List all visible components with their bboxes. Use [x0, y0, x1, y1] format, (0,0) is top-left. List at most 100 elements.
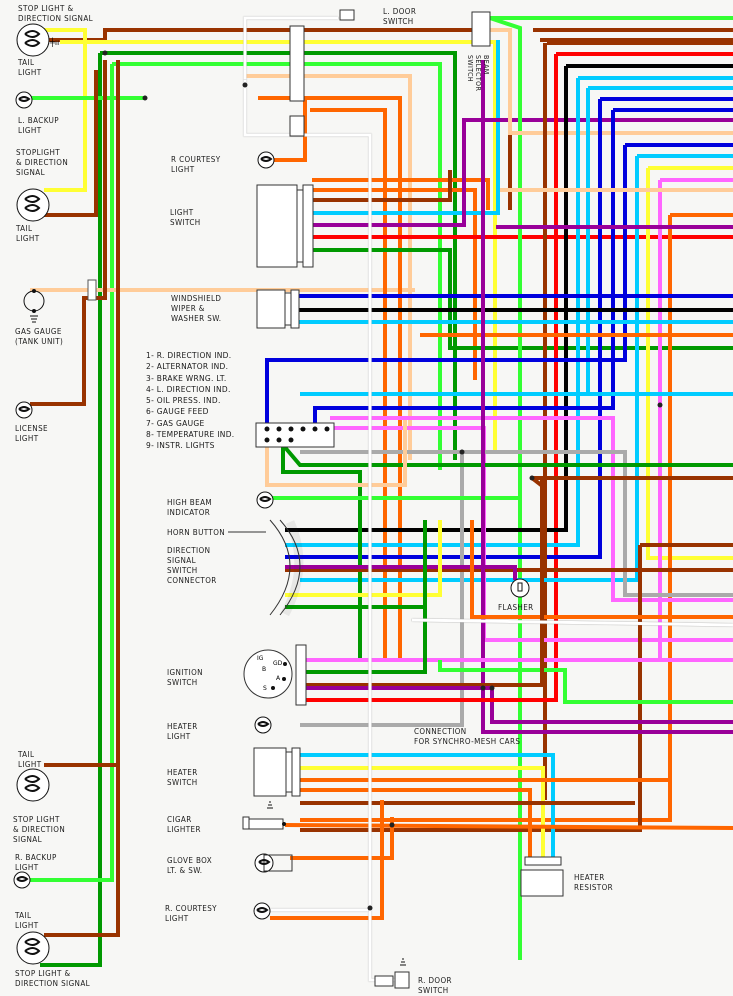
wire-ltblue [285, 78, 580, 547]
wire-dkgreen [281, 443, 733, 467]
cluster-legend-item: 8- TEMPERATURE IND. [146, 430, 235, 440]
label-dir-signal-connector: DIRECTION SIGNAL SWITCH CONNECTOR [167, 546, 217, 585]
instrument-cluster-connector [255, 422, 335, 448]
wire-dkgreen [40, 53, 102, 967]
license-light-icon [15, 401, 33, 419]
wire-orange [312, 188, 477, 380]
heater-resistor-icon [520, 856, 564, 897]
cluster-legend-item: 7- GAS GAUGE [146, 418, 205, 428]
label-flasher: FLASHER [498, 603, 534, 612]
harness-connector-top [289, 25, 305, 102]
light-switch-icon [256, 184, 314, 268]
wire-tan [265, 420, 407, 487]
cluster-legend-item: 4- L. DIRECTION IND. [146, 384, 231, 394]
svg-text:╪ıı: ╪ıı [49, 37, 59, 47]
wire-purple [300, 686, 733, 724]
wire-brown [300, 545, 642, 832]
splice-junction [529, 475, 535, 481]
label-stop-light-dir-signal-l: STOP LIGHT & DIRECTION SIGNAL [18, 4, 94, 23]
cluster-legend-item: 9- INSTR. LIGHTS [146, 441, 215, 451]
tail-light-icon: ╪ıı [16, 23, 59, 57]
wire-orange [270, 800, 384, 920]
cluster-legend-item: 3- BRAKE WRNG. LT. [146, 373, 227, 383]
cluster-legend-item: 6- GAUGE FEED [146, 407, 209, 417]
label-glove-box: GLOVE BOX LT. & SW. [167, 856, 213, 875]
wire-yellow [300, 766, 545, 860]
beam-selector-switch-icon [471, 11, 491, 47]
ignition-terminal-a: A [276, 675, 281, 682]
wire-orange [300, 215, 672, 822]
label-heater-resistor: HEATER RESISTOR [574, 873, 614, 892]
wire-white [243, 16, 338, 80]
wire-white [411, 618, 733, 627]
harness-connector-mid [289, 115, 305, 137]
label-r-courtesy-light-bottom: R. COURTESY LIGHT [165, 904, 217, 923]
label-stop-light-dir-signal-r1: STOP LIGHT & DIRECTION SIGNAL [13, 815, 66, 844]
tail-light-icon [16, 768, 50, 802]
ignition-terminal-ig: IG [257, 655, 264, 662]
wire-dkgreen [300, 520, 427, 674]
tail-light-icon [16, 931, 50, 965]
r-door-switch-icon [374, 958, 410, 989]
wire-ltgreen [489, 16, 522, 960]
label-tail-light-l2: TAIL LIGHT [16, 224, 40, 243]
glove-box-light-icon [254, 853, 293, 873]
wire-gray [300, 452, 464, 727]
wire-yellow [285, 520, 442, 597]
label-tail-light-l1: TAIL LIGHT [18, 58, 42, 77]
label-r-backup-light: R. BACKUP LIGHT [15, 853, 57, 872]
backup-light-icon [15, 91, 33, 109]
wire-tan [490, 28, 733, 135]
l-door-switch-icon [339, 9, 355, 21]
ignition-terminal-b: B [262, 666, 266, 673]
splice-junction [657, 402, 663, 408]
label-ignition-switch: IGNITION SWITCH [167, 668, 203, 687]
wire-orange [258, 96, 402, 660]
wire-purple [285, 565, 517, 580]
splice-junction [480, 685, 486, 691]
label-beam-selector-switch: BEAM SELECTOR SWITCH [466, 55, 490, 92]
label-horn-button: HORN BUTTON [167, 528, 226, 537]
splice-junction [489, 685, 495, 691]
splice-junction [459, 449, 465, 455]
ignition-terminal-s: S [263, 685, 267, 692]
wire-dkgreen [100, 51, 457, 460]
splice-junction [367, 905, 373, 911]
label-stop-light-dir-signal-r2: STOP LIGHT & DIRECTION SIGNAL [15, 969, 91, 988]
label-stoplight-dir-signal: STOPLIGHT & DIRECTION SIGNAL [16, 148, 69, 177]
backup-light-icon [13, 871, 31, 889]
wire-brown [40, 70, 98, 217]
tail-light-icon [16, 188, 50, 222]
cluster-legend-item: 5- OIL PRESS. IND. [146, 396, 221, 406]
high-beam-indicator-icon [256, 491, 274, 509]
wire-purple [481, 686, 733, 734]
cluster-legend-item: 1- R. DIRECTION IND. [146, 351, 232, 360]
courtesy-light-icon [257, 151, 275, 169]
label-light-switch: LIGHT SWITCH [170, 208, 201, 227]
splice-junction [102, 50, 108, 56]
label-heater-switch: HEATER SWITCH [167, 768, 198, 787]
label-high-beam-indicator: HIGH BEAM INDICATOR [167, 498, 213, 517]
splice-junction [242, 82, 248, 88]
label-gas-gauge-tank: GAS GAUGE (TANK UNIT) [15, 327, 64, 346]
wire-ltblue [312, 40, 500, 215]
label-tail-light-r1: TAIL LIGHT [18, 750, 42, 769]
label-wiper-washer: WINDSHIELD WIPER & WASHER SW. [171, 294, 222, 323]
splice-junction [142, 95, 148, 101]
label-synchro-connection: CONNECTION FOR SYNCHRO-MESH CARS [414, 727, 521, 746]
flasher-icon [510, 578, 530, 598]
wire-orange [300, 788, 532, 860]
label-license-light: LICENSE LIGHT [15, 424, 49, 443]
label-l-door-switch: L. DOOR SWITCH [383, 7, 417, 26]
wire-dkgreen [312, 248, 733, 350]
wire-yellow [60, 40, 497, 450]
wire-brown [300, 478, 544, 687]
label-l-backup-light: L. BACKUP LIGHT [18, 116, 60, 135]
splice-junction [389, 822, 395, 828]
rear-harness-connector [87, 279, 97, 301]
wire-orange [290, 817, 394, 860]
direction-signal-connector-icon [269, 519, 304, 617]
